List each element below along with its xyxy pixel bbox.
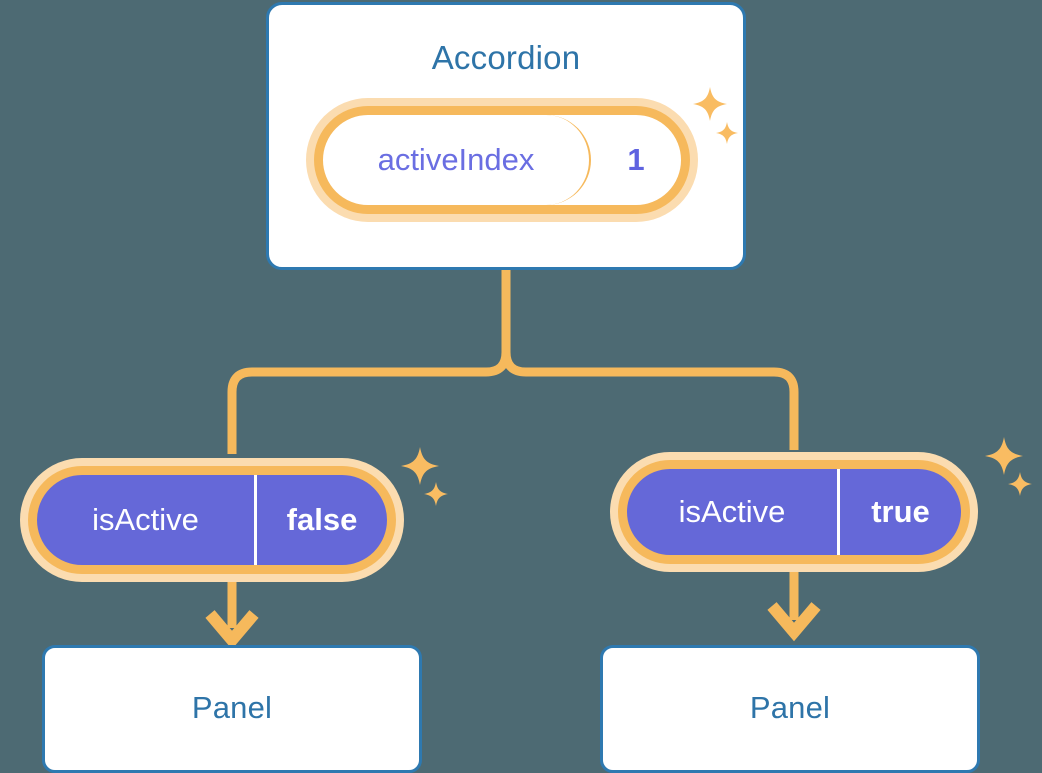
state-key-label: isActive <box>37 475 257 565</box>
state-value-label: 1 <box>627 142 645 177</box>
state-value-label: true <box>871 494 930 529</box>
sparkle-icon <box>716 122 738 144</box>
state-badge-is-active-false[interactable]: isActive false <box>28 466 396 574</box>
sparkle-icon <box>985 437 1023 475</box>
state-badge-active-index[interactable]: activeIndex 1 <box>314 106 690 214</box>
arrow-down-icon <box>767 602 821 642</box>
state-badge-is-active-true[interactable]: isActive true <box>618 460 970 564</box>
arrow-down-icon <box>205 610 259 650</box>
sparkle-icon <box>693 87 727 121</box>
panel-component-card-left[interactable]: Panel <box>42 645 422 773</box>
state-value-label: false <box>286 502 358 537</box>
page-title: Accordion <box>431 39 581 76</box>
state-key-label: isActive <box>627 469 840 555</box>
panel-title: Panel <box>191 690 273 725</box>
sparkle-icon <box>424 482 448 506</box>
panel-title: Panel <box>749 690 831 725</box>
state-key-label: activeIndex <box>323 115 591 205</box>
panel-component-card-right[interactable]: Panel <box>600 645 980 773</box>
sparkle-icon <box>1008 472 1032 496</box>
sparkle-icon <box>401 447 439 485</box>
